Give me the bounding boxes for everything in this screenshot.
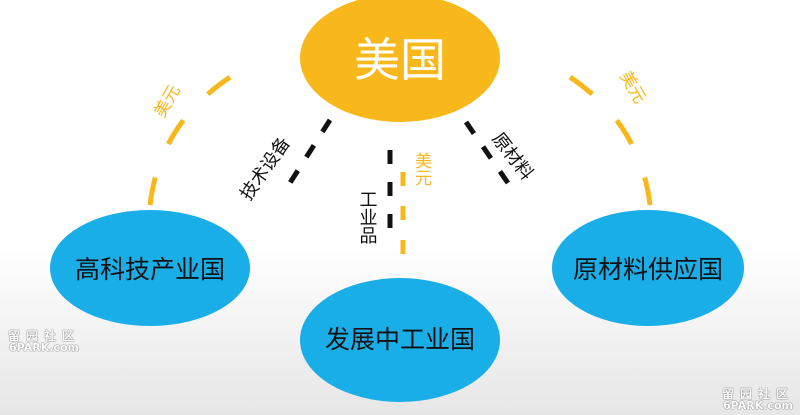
raw-materials-label: 原材料 <box>487 129 537 184</box>
left-dollar-arc <box>147 69 240 206</box>
node-usa-label: 美国 <box>354 33 446 87</box>
watermark-right: 留园社区 6PARK.com <box>722 388 794 412</box>
tech-equipment-label: 技术设备 <box>236 133 294 204</box>
watermark-left: 留园社区 6PARK.com <box>8 330 80 354</box>
node-usa: 美国 <box>300 0 500 122</box>
raw-materials-line <box>463 120 513 188</box>
right-dollar-label: 美元 <box>615 68 649 107</box>
node-developing: 发展中工业国 <box>300 278 500 402</box>
left-dollar-label: 美元 <box>151 82 185 121</box>
node-high-tech: 高科技产业国 <box>50 210 250 326</box>
watermark-en: 6PARK.com <box>9 341 79 354</box>
middle-dollar-label: 美元 <box>411 152 432 186</box>
node-raw-material-label: 原材料供应国 <box>573 255 723 284</box>
watermark-cn: 留园社区 <box>722 387 795 401</box>
watermark-cn: 留园社区 <box>8 329 81 343</box>
node-raw-material: 原材料供应国 <box>552 210 744 326</box>
watermark-en: 6PARK.com <box>723 399 793 412</box>
right-dollar-arc <box>560 69 653 206</box>
node-developing-label: 发展中工业国 <box>325 325 475 354</box>
node-high-tech-label: 高科技产业国 <box>75 255 225 284</box>
industrial-goods-label: 工业品 <box>357 190 378 244</box>
tech-equipment-line <box>285 118 333 188</box>
